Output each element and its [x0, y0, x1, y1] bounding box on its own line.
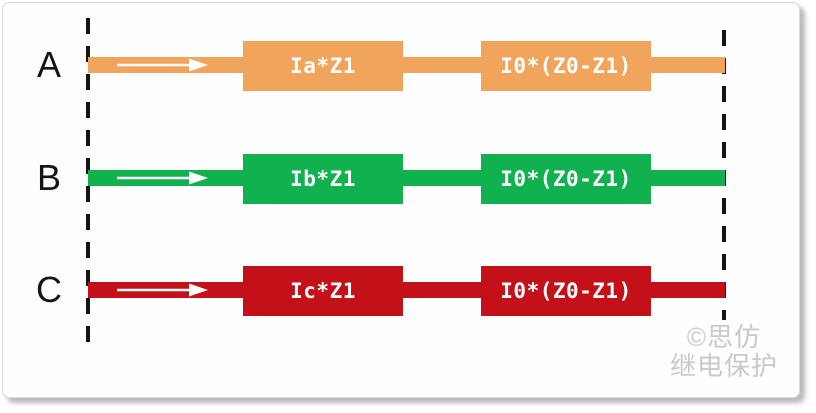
impedance-box-a-z0: I0*(Z0-Z1)	[481, 41, 651, 91]
impedance-box-c-z0-label: I0*(Z0-Z1)	[500, 279, 632, 303]
phase-label-b: B	[36, 157, 61, 198]
phase-label-a: A	[36, 44, 61, 85]
watermark: ©思仿 继电保护	[633, 323, 815, 381]
flow-arrow-icon	[117, 171, 208, 185]
impedance-box-b-z0-label: I0*(Z0-Z1)	[500, 167, 632, 191]
impedance-box-b-z1: Ib*Z1	[243, 154, 403, 204]
watermark-line2: 继电保护	[669, 351, 778, 381]
impedance-box-a-z0-label: I0*(Z0-Z1)	[500, 54, 632, 78]
impedance-box-a-z1-label: Ia*Z1	[290, 54, 356, 78]
flow-arrow-icon	[117, 58, 208, 72]
impedance-box-b-z0: I0*(Z0-Z1)	[481, 154, 651, 204]
phase-label-c: C	[36, 269, 62, 310]
impedance-box-c-z1-label: Ic*Z1	[290, 279, 356, 303]
impedance-box-c-z0: I0*(Z0-Z1)	[481, 266, 651, 316]
diagram-card: A Ia*Z1 I0*(Z0-Z1) B	[2, 2, 800, 398]
flow-arrow-icon	[117, 283, 208, 297]
impedance-box-c-z1: Ic*Z1	[243, 266, 403, 316]
impedance-box-a-z1: Ia*Z1	[243, 41, 403, 91]
watermark-line1: ©思仿	[686, 322, 762, 352]
impedance-box-b-z1-label: Ib*Z1	[290, 167, 356, 191]
